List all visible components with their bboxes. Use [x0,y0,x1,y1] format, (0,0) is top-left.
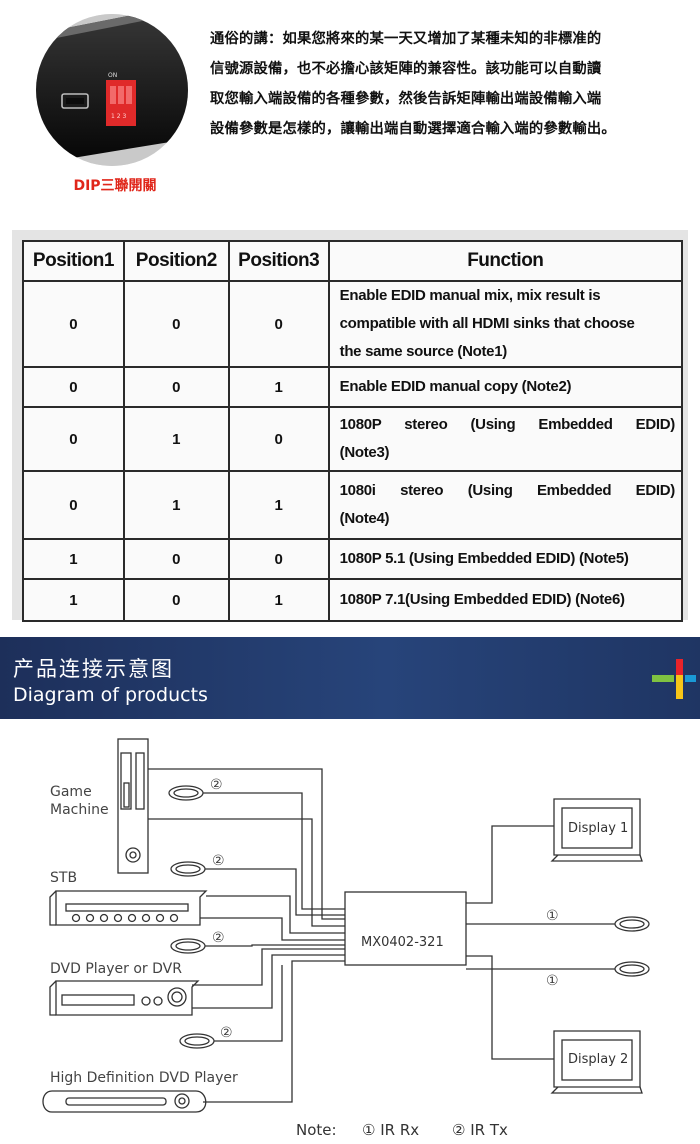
cell-position3: 1 [227,366,330,408]
label-matrix: MX0402-321 [361,935,444,950]
connection-diagram-svg: Game Machine STB DVD Player or DVR High … [42,738,650,1139]
table-row: 0 1 0 1080P stereo (Using Embedded EDID)… [22,406,684,472]
display-2-device [550,1030,643,1094]
ir-tx-mark: ② [210,777,223,793]
label-stb: STB [50,870,77,886]
ir-tx-eye-icon [179,1033,215,1049]
cell-position1: 0 [22,280,125,368]
ir-tx-eye-icon [170,938,206,954]
label-display-2: Display 2 [568,1052,628,1067]
cell-position2: 0 [122,280,230,368]
cell-function: 1080P 7.1(Using Embedded EDID) (Note6) [327,578,684,622]
ir-tx-eye-icon [170,861,206,877]
table-row: 1 0 0 1080P 5.1 (Using Embedded EDID) (N… [22,538,684,580]
hd-dvd-player-device [42,1090,207,1113]
dip-caption: DIP三聯開關 [73,178,157,194]
dip-switch-photo: 1 2 3 ON [36,14,188,166]
label-game-line1: Game [50,784,92,800]
cell-position3: 0 [227,538,330,580]
ir-rx-mark: ① [546,908,559,924]
dip-function-table: Position1 Position2 Position3 Function 0… [22,240,684,622]
cell-position1: 1 [22,538,125,580]
intro-section: 1 2 3 ON DIP三聯開關 通俗的講：如果您將來的某一天又增加了某種未知的… [0,0,700,215]
section-banner: 产品连接示意图 Diagram of products [0,637,700,719]
intro-line: 通俗的講：如果您將來的某一天又增加了某種未知的非標准的 [210,31,602,47]
ir-rx-mark: ① [546,973,559,989]
connection-diagram: Game Machine STB DVD Player or DVR High … [0,719,700,1144]
function-line: (Note3) [339,444,390,461]
table-row: 1 0 1 1080P 7.1(Using Embedded EDID) (No… [22,578,684,622]
note-ir-rx: ① IR Rx [362,1121,419,1139]
cell-position3: 1 [227,578,330,622]
ir-tx-mark: ② [220,1025,233,1041]
header-position2: Position2 [122,240,230,282]
header-position1: Position1 [22,240,125,282]
dip-on-mark: ON [108,72,117,79]
label-dvd: DVD Player or DVR [50,961,182,977]
cell-position1: 1 [22,578,125,622]
ir-tx-mark: ② [212,930,225,946]
ir-rx-eye-icon [614,961,650,977]
cell-position2: 0 [122,366,230,408]
banner-title-chinese: 产品连接示意图 [13,657,174,681]
ir-tx-eye-icon [168,785,204,801]
cell-function: 1080P 5.1 (Using Embedded EDID) (Note5) [327,538,684,580]
function-line: Enable EDID manual mix, mix result is [339,287,601,304]
cell-position1: 0 [22,470,125,540]
function-line: 1080P 5.1 (Using Embedded EDID) (Note5) [339,550,629,567]
intro-line: 信號源設備，也不必擔心該矩陣的兼容性。該功能可以自動讀 [210,61,602,77]
cell-position2: 0 [122,538,230,580]
cell-position3: 0 [227,406,330,472]
cell-position2: 1 [122,406,230,472]
dvd-player-device [49,980,200,1016]
function-line: 1080P 7.1(Using Embedded EDID) (Note6) [339,591,625,608]
note-label: Note: [296,1121,337,1139]
label-game-line2: Machine [50,802,109,818]
dip-function-table-panel: Position1 Position2 Position3 Function 0… [12,230,688,622]
table-row: 0 0 0 Enable EDID manual mix, mix result… [22,280,684,368]
label-hd-dvd: High Definition DVD Player [50,1070,238,1086]
cell-function: 1080P stereo (Using Embedded EDID) (Note… [327,406,684,472]
function-line: 1080i stereo (Using Embedded EDID) [339,482,676,499]
cell-position2: 0 [122,578,230,622]
cell-function: Enable EDID manual copy (Note2) [327,366,684,408]
matrix-box [344,891,467,966]
cell-position3: 1 [227,470,330,540]
color-cross-logo-icon [652,659,696,699]
game-machine-device [117,738,149,874]
function-line: 1080P stereo (Using Embedded EDID) [339,416,676,433]
label-display-1: Display 1 [568,821,628,836]
note-ir-tx: ② IR Tx [452,1121,508,1139]
header-function: Function [327,240,684,282]
ir-rx-eye-icon [614,916,650,932]
intro-text: 通俗的講：如果您將來的某一天又增加了某種未知的非標准的 信號源設備，也不必擔心該… [210,24,690,144]
cell-function: 1080i stereo (Using Embedded EDID) (Note… [327,470,684,540]
table-row: 0 1 1 1080i stereo (Using Embedded EDID)… [22,470,684,540]
function-line: compatible with all HDMI sinks that choo… [339,315,635,332]
cell-position1: 0 [22,406,125,472]
cell-position1: 0 [22,366,125,408]
table-row: 0 0 1 Enable EDID manual copy (Note2) [22,366,684,408]
cell-position3: 0 [227,280,330,368]
cell-position2: 1 [122,470,230,540]
table-header-row: Position1 Position2 Position3 Function [22,240,684,282]
cell-function: Enable EDID manual mix, mix result is co… [327,280,684,368]
function-line: Enable EDID manual copy (Note2) [339,378,572,395]
display-1-device [550,798,643,862]
function-line: (Note4) [339,510,390,527]
ir-tx-mark: ② [212,853,225,869]
header-position3: Position3 [227,240,330,282]
intro-line: 取您輸入端設備的各種參數，然後告訴矩陣輸出端設備輸入端 [210,91,602,107]
dip-switch-illustration: 1 2 3 ON [36,14,188,166]
intro-line: 設備參數是怎樣的，讓輸出端自動選擇適合輸入端的參數輸出。 [210,121,616,137]
function-line: the same source (Note1) [339,343,508,360]
banner-title-english: Diagram of products [13,684,208,706]
stb-device [49,890,208,926]
dip-numbers: 1 2 3 [111,113,126,120]
